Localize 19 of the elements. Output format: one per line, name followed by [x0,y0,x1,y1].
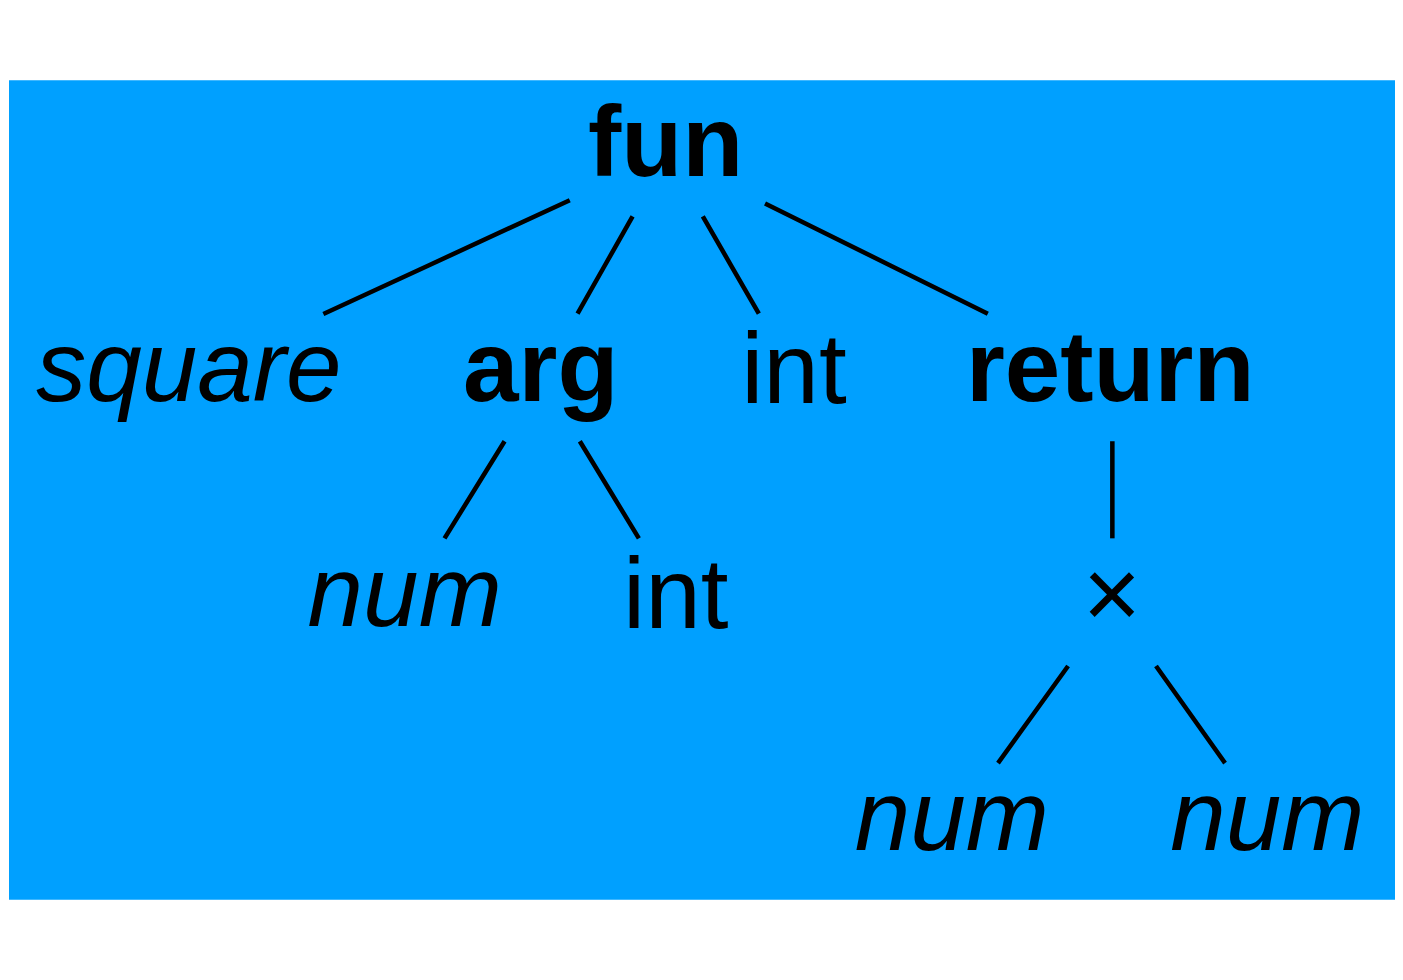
node-text: return [965,310,1254,422]
node-text: fun [587,86,743,198]
node-text: int [740,313,847,425]
node-text: arg [462,310,618,422]
node-text: num [307,535,502,647]
node-text: × [1082,537,1141,649]
connector [575,215,635,315]
connector [763,201,989,316]
connector [995,664,1070,765]
node-text: num [1169,760,1365,872]
connector [321,198,571,317]
connector [700,215,761,315]
node-text: int [622,537,729,649]
connector [442,440,506,540]
connector [1109,441,1115,539]
node-text: num [854,760,1049,872]
connector [1153,664,1227,765]
node-text: square [35,310,342,422]
connector [577,440,641,540]
